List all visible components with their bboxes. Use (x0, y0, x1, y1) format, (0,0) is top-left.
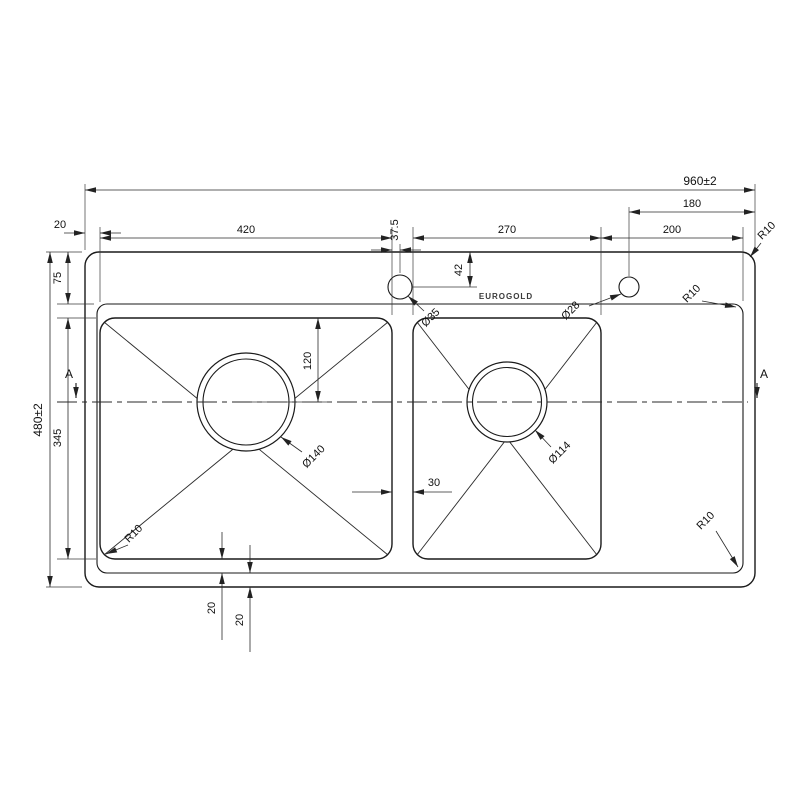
leader-radius-inner (701, 300, 737, 308)
radius-label-inner-corner: R10 (680, 282, 703, 305)
dim-bowl-front-depth: 345 (52, 429, 64, 447)
sink-inner-rim (96, 303, 744, 574)
faucet-hole-small (618, 276, 640, 298)
radius-label-outer-corner: R10 (755, 219, 778, 242)
dim-faucet-offset: 37.5 (389, 219, 401, 240)
sink-body (57, 251, 756, 588)
extension-lines (46, 184, 756, 588)
dim-overall-width: 960±2 (683, 174, 717, 188)
section-label-right: A (760, 367, 768, 381)
leader-faucet-large (407, 295, 425, 312)
dim-right-drain-diameter: Ø114 (546, 439, 573, 466)
dim-hole-from-top: 42 (453, 264, 465, 276)
dim-rim-top-depth: 75 (52, 272, 64, 284)
right-bowl-outline (412, 317, 602, 560)
dim-left-rim: 20 (54, 219, 66, 231)
dim-faucet-hole-small: Ø28 (559, 299, 582, 322)
dim-left-drain-diameter: Ø140 (300, 443, 328, 471)
faucet-hole-large (387, 274, 413, 300)
radius-label-drainboard-corner: R10 (694, 509, 717, 532)
dim-drainboard-width: 200 (663, 224, 681, 236)
leader-radius-outer (749, 242, 762, 258)
dim-divider-width: 30 (428, 477, 440, 489)
dim-drain-from-top: 120 (302, 352, 314, 370)
left-bowl (99, 317, 393, 560)
radius-label-bowl-corner: R10 (122, 522, 145, 545)
leader-faucet-small (588, 293, 622, 307)
leader-lines (73, 242, 762, 568)
leader-left-drain (280, 436, 303, 453)
leader-radius-drainboard (715, 530, 739, 568)
dim-left-bowl-width: 420 (237, 224, 255, 236)
section-label-left: A (65, 367, 73, 381)
brand-logo: EUROGOLD (479, 292, 533, 301)
left-bowl-outline (99, 317, 393, 560)
dim-bottom-inner-gap: 20 (206, 602, 218, 614)
leader-right-drain (534, 429, 552, 448)
dim-overall-depth: 480±2 (31, 403, 45, 437)
dim-right-bowl-width: 270 (498, 224, 516, 236)
dim-hole-to-edge: 180 (683, 198, 701, 210)
dim-bottom-outer-gap: 20 (234, 614, 246, 626)
sink-outer-outline (84, 251, 756, 588)
right-bowl (412, 317, 602, 560)
dimension-lines (47, 187, 755, 652)
leader-radius-bowl (105, 544, 129, 555)
